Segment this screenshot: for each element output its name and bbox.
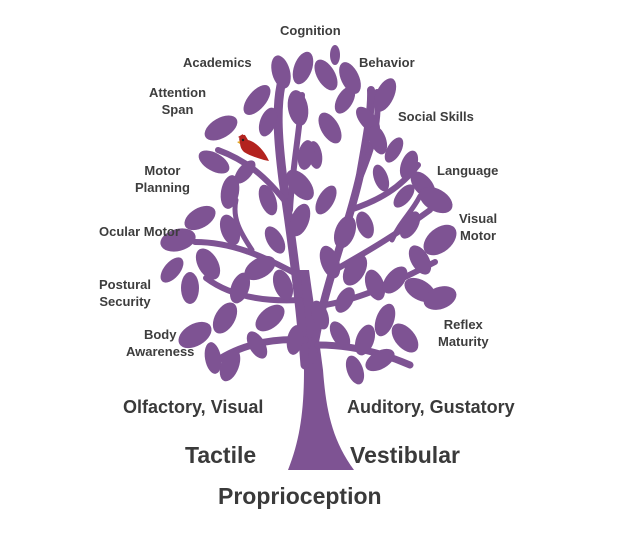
tree-branch (192, 239, 301, 278)
tree-leaf (391, 323, 419, 353)
label-attention-span: Attention Span (149, 84, 206, 118)
tree-leaf (356, 211, 374, 239)
label-attention-span-line2: Span (161, 102, 194, 117)
label-visual-motor: Visual Motor (459, 210, 497, 244)
label-motor-planning-line2: Planning (135, 180, 190, 195)
tree-leaf (423, 224, 457, 256)
tree-leaf (330, 45, 340, 65)
tree-leaf (384, 137, 404, 163)
tree-leaf (297, 140, 315, 170)
tree-leaf (342, 254, 368, 286)
tree-leaf (287, 90, 309, 126)
tree-leaf (314, 59, 338, 91)
tree-leaf (364, 269, 386, 301)
tree-leaf (373, 78, 397, 112)
tree-branch (273, 80, 310, 370)
label-postural-security-line2: Security (99, 294, 151, 309)
tree-leaf (160, 257, 184, 283)
label-reflex-maturity: Reflex Maturity (438, 316, 489, 350)
label-attention-span-line1: Attention (149, 85, 207, 100)
label-postural-security: Postural Security (99, 276, 151, 310)
label-tactile: Tactile (185, 442, 257, 468)
tree-leaf (234, 160, 256, 184)
label-body-awareness-line1: Body (143, 327, 177, 342)
tree-leaf (286, 325, 304, 355)
label-body-awareness: Body Awareness (126, 326, 194, 360)
tree-leaf (319, 245, 341, 279)
tree-leaf (368, 125, 388, 155)
tree-leaf (212, 302, 238, 334)
tree-leaf (345, 355, 365, 385)
tree-leaf (286, 169, 314, 201)
tree-leaf (289, 203, 311, 237)
tree-leaf (204, 342, 222, 374)
label-cognition: Cognition (280, 23, 341, 38)
tree-leaf (195, 248, 221, 280)
tree-leaf (271, 55, 291, 89)
tree-leaf (198, 150, 230, 174)
label-visual-motor-line1: Visual (459, 211, 498, 226)
tree-leaf (220, 175, 240, 209)
tree-leaf (258, 184, 278, 216)
tree-leaf (178, 321, 212, 349)
label-motor-planning: Motor Planning (135, 162, 190, 196)
tree-leaf (292, 51, 314, 85)
tree-leaf (255, 304, 285, 332)
tree-leaf (264, 226, 286, 254)
tree-leaf (372, 164, 390, 192)
tree-leaf (246, 331, 268, 359)
tree-leaf (219, 348, 241, 382)
cardinal-bird-icon (237, 134, 269, 161)
tree-leaves (160, 45, 457, 385)
tree-leaf (423, 286, 457, 310)
tree-leaf (399, 211, 421, 239)
label-proprioception: Proprioception (218, 483, 382, 509)
label-academics: Academics (183, 55, 252, 70)
label-language: Language (437, 163, 499, 178)
tree-leaf (333, 215, 357, 249)
tree-leaf (204, 115, 238, 141)
tree-leaf (408, 245, 432, 275)
label-postural-security-line1: Postural (99, 277, 152, 292)
tree-leaf (272, 269, 294, 301)
tree-leaf (219, 214, 241, 246)
tree-leaf (374, 303, 396, 337)
label-motor-planning-line1: Motor (144, 163, 181, 178)
tree-leaf (419, 186, 453, 214)
tree-leaf (365, 348, 395, 372)
label-social-skills: Social Skills (398, 109, 474, 124)
tree-leaf (310, 300, 330, 330)
label-vestibular: Vestibular (350, 442, 460, 468)
tree-branch (215, 147, 291, 208)
label-reflex-maturity-line1: Reflex (443, 317, 483, 332)
tree-leaf (181, 272, 199, 304)
tree-leaf (339, 62, 361, 94)
label-auditory-gustatory: Auditory, Gustatory (347, 397, 515, 417)
tree-branch (203, 275, 303, 304)
tree-branch (332, 207, 433, 273)
tree-branch (232, 197, 255, 253)
tree-leaf (315, 185, 337, 215)
tree-leaf (318, 112, 342, 144)
label-reflex-maturity-line2: Maturity (438, 334, 489, 349)
tree-leaf (244, 255, 276, 281)
tree-leaf (354, 324, 376, 356)
tree-leaf (334, 86, 356, 114)
tree-leaf (393, 184, 415, 208)
tree-leaf (229, 272, 251, 304)
tree-leaf (184, 205, 216, 231)
label-visual-motor-line2: Motor (459, 228, 497, 243)
label-body-awareness-line2: Awareness (126, 344, 195, 359)
tree-leaf (335, 287, 355, 313)
label-ocular-motor: Ocular Motor (99, 224, 180, 239)
label-olfactory-visual: Olfactory, Visual (123, 397, 264, 417)
tree-leaf (382, 266, 408, 294)
tree-leaf (258, 107, 278, 137)
label-behavior: Behavior (359, 55, 415, 70)
tree-leaf (243, 85, 271, 115)
tree-leaf (160, 228, 196, 252)
tree-leaf (329, 321, 351, 349)
